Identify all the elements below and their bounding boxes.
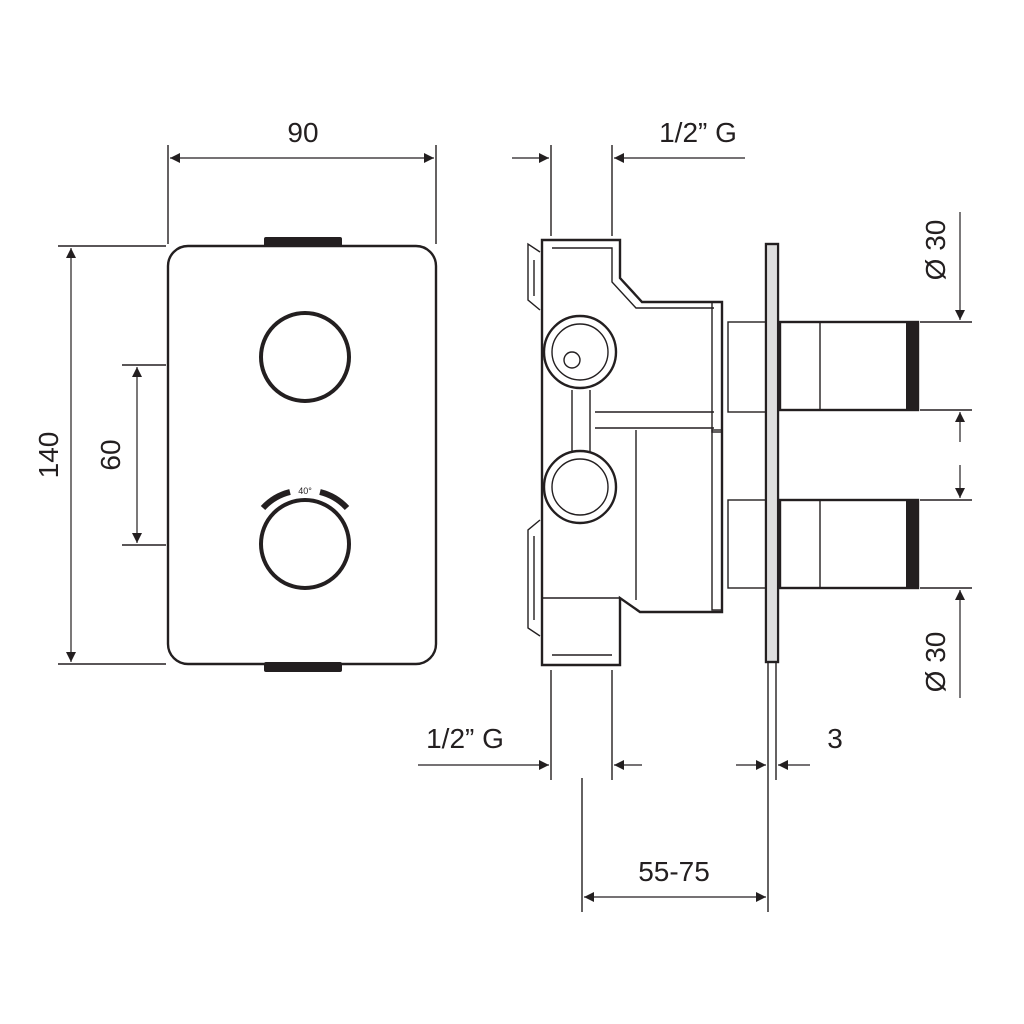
lower-knob [259, 498, 351, 590]
depth-label: 55-75 [638, 856, 710, 887]
upper-knob-side [778, 320, 920, 412]
lower-port [542, 449, 618, 525]
lower-flange [711, 429, 723, 611]
top-tab [264, 237, 342, 247]
bottom-connection-label: 1/2” G [426, 723, 504, 754]
side-view: 1/2” G 1/2” G Ø 30 Ø 30 3 55-75 [418, 117, 972, 912]
temperature-arc-left [260, 489, 291, 511]
spacing-label: 60 [95, 439, 126, 470]
lower-knob-cap [906, 500, 918, 588]
cover-plate [764, 242, 780, 664]
lower-mounting-clip [527, 519, 541, 637]
upper-flange [711, 301, 723, 433]
top-connection-label: 1/2” G [659, 117, 737, 148]
temperature-arc-right [319, 489, 350, 511]
upper-port [542, 314, 618, 390]
width-label: 90 [287, 117, 318, 148]
upper-knob-cap [906, 322, 918, 410]
upper-knob [259, 311, 351, 403]
temperature-mark: 40° [298, 486, 312, 496]
plate-thickness-label: 3 [827, 723, 843, 754]
valve-body [540, 238, 724, 667]
lower-stem-sleeve [727, 499, 767, 589]
front-view: 40° 90 140 60 [33, 117, 438, 672]
upper-mounting-clip [527, 242, 541, 311]
valve-body-inner [552, 247, 714, 309]
upper-diameter-label: Ø 30 [920, 220, 951, 281]
bottom-tab [264, 662, 342, 672]
height-label: 140 [33, 432, 64, 479]
cover-plate-edge [768, 244, 776, 662]
lower-diameter-label: Ø 30 [920, 632, 951, 693]
lower-knob-side [778, 498, 920, 590]
upper-stem-sleeve [727, 321, 767, 413]
faceplate [166, 244, 438, 666]
